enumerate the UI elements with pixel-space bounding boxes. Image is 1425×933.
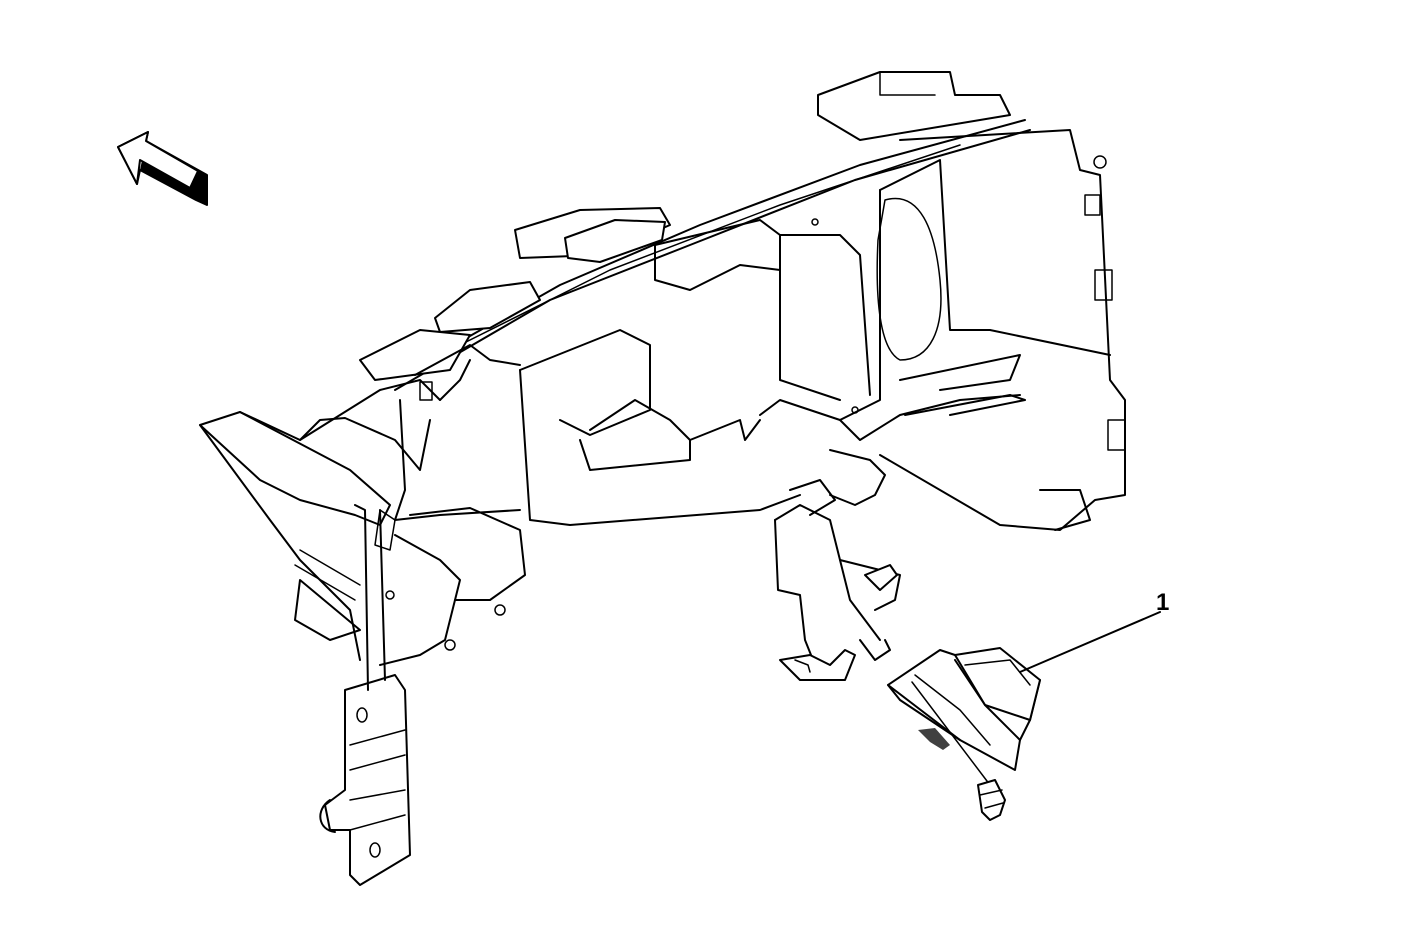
bolt-icon [911, 681, 1006, 821]
front-direction-arrow-icon [117, 131, 208, 206]
cross-car-beam [359, 71, 1031, 391]
control-module [887, 647, 1041, 771]
callout-1-label: 1 [1156, 589, 1170, 616]
hvac-duct-body [519, 129, 1126, 531]
left-vertical-bracket [319, 504, 411, 886]
left-duct-and-brace [199, 344, 526, 666]
callout-1-leader-line [1019, 611, 1161, 673]
center-support-bracket [774, 449, 901, 681]
